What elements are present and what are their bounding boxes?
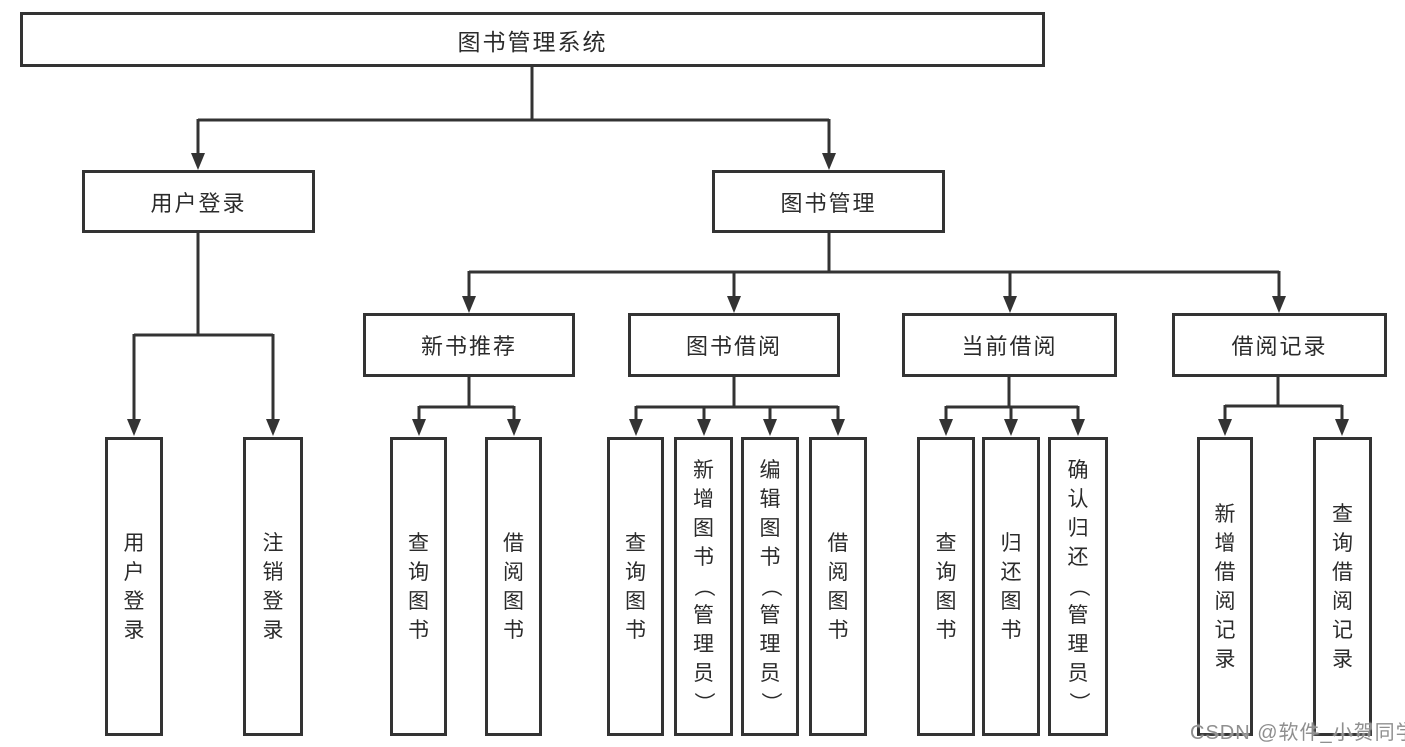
leaf-edit-books-admin: 编辑图书（管理员） [741,437,799,736]
node-new-book-recommendation: 新书推荐 [363,313,575,377]
node-book-management: 图书管理 [712,170,945,233]
leaf-logout: 注销登录 [243,437,303,736]
node-borrowing-records: 借阅记录 [1172,313,1387,377]
node-library-management-system: 图书管理系统 [20,12,1045,67]
leaf-return-books: 归还图书 [982,437,1040,736]
leaf-borrow-books-2: 借阅图书 [809,437,867,736]
leaf-label: 查询图书 [408,531,429,642]
leaf-add-books-admin: 新增图书（管理员） [674,437,733,736]
node-label: 新书推荐 [420,334,517,359]
node-label: 用户登录 [150,190,247,216]
leaf-query-books-1: 查询图书 [390,437,447,736]
leaf-label: 查询图书 [625,531,646,642]
leaf-label: 新增借阅记录 [1214,502,1236,671]
node-label: 图书借阅 [685,334,782,359]
leaf-label: 确认归还（管理员） [1066,459,1090,713]
leaf-confirm-return-admin: 确认归还（管理员） [1048,437,1108,736]
node-label: 当前借阅 [961,334,1058,359]
leaf-label: 借阅图书 [503,531,524,642]
leaf-query-books-2: 查询图书 [607,437,664,736]
watermark: CSDN @软件_小贺同学 [1190,722,1405,744]
node-label: 图书管理 [780,190,877,216]
leaf-user-login: 用户登录 [105,437,163,736]
node-current-borrowing: 当前借阅 [902,313,1117,377]
leaf-label: 归还图书 [1000,531,1022,642]
leaf-query-borrow-record: 查询借阅记录 [1313,437,1372,736]
leaf-label: 注销登录 [262,531,284,642]
leaf-add-borrow-record: 新增借阅记录 [1197,437,1253,736]
leaf-label: 用户登录 [123,531,145,642]
leaf-borrow-books-1: 借阅图书 [485,437,542,736]
node-book-borrowing: 图书借阅 [628,313,840,377]
node-label: 图书管理系统 [457,28,608,55]
node-user-login: 用户登录 [82,170,315,233]
leaf-label: 编辑图书（管理员） [758,459,782,713]
node-label: 借阅记录 [1231,334,1328,359]
leaf-label: 新增图书（管理员） [692,459,715,713]
leaf-label: 查询图书 [935,531,957,642]
leaf-label: 借阅图书 [827,531,849,642]
leaf-label: 查询借阅记录 [1332,502,1353,671]
leaf-query-books-3: 查询图书 [917,437,975,736]
